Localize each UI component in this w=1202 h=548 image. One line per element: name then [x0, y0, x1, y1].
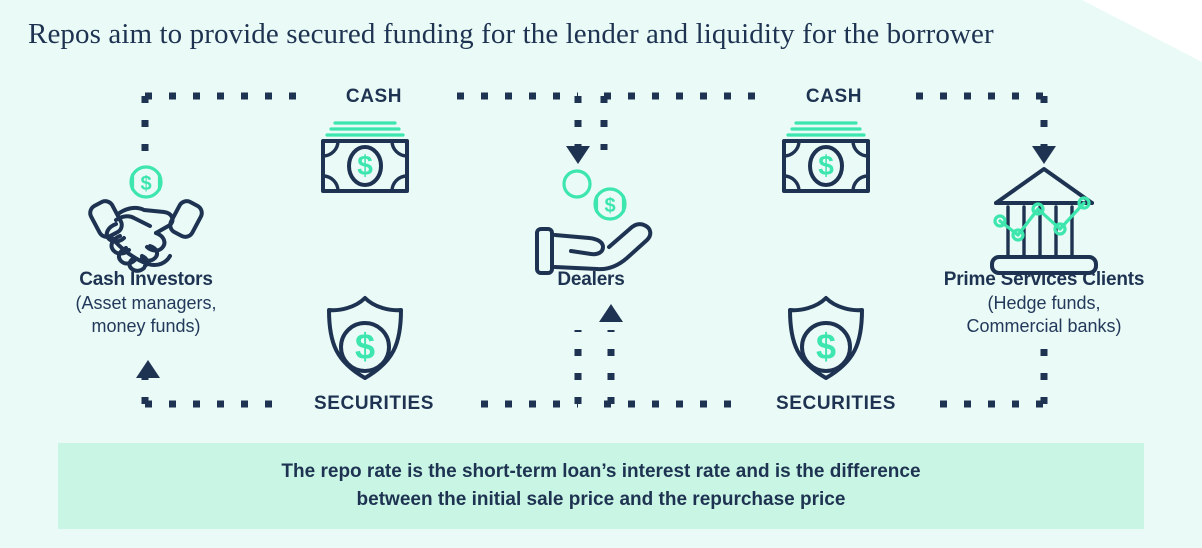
banknote-icon-right: $ — [782, 121, 870, 193]
node-prime-services-clients: Prime Services Clients (Hedge funds, Com… — [904, 268, 1184, 338]
node-prime-services-name: Prime Services Clients — [943, 269, 1145, 290]
flow-label-cash-left: CASH — [300, 86, 448, 108]
node-cash-investors-sub1: (Asset managers, — [75, 293, 217, 314]
svg-text:$: $ — [140, 173, 151, 195]
svg-text:$: $ — [818, 150, 834, 181]
node-cash-investors: Cash Investors (Asset managers, money fu… — [16, 268, 276, 338]
shield-dollar-icon-left: $ — [327, 296, 403, 380]
flow-label-securities-right: SECURITIES — [742, 393, 930, 415]
open-hand-coin-icon: $ — [535, 169, 653, 275]
arrowhead-down-right-cash — [1032, 146, 1056, 164]
svg-text:$: $ — [357, 150, 373, 181]
node-cash-investors-name: Cash Investors — [79, 269, 213, 290]
svg-text:$: $ — [604, 195, 615, 217]
summary-banner-line1: The repo rate is the short-term loan’s i… — [281, 461, 921, 483]
arrowhead-down-left-cash — [566, 146, 590, 164]
handshake-icon: $ — [88, 165, 204, 273]
node-cash-investors-sub2: money funds) — [91, 316, 201, 337]
arrowhead-up-right-securities — [599, 304, 623, 322]
arrowhead-up-left-securities — [136, 360, 160, 378]
svg-text:$: $ — [816, 326, 836, 367]
svg-text:$: $ — [355, 326, 375, 367]
bank-chart-icon — [990, 167, 1098, 275]
node-prime-services-sub1: (Hedge funds, — [987, 293, 1101, 314]
banknote-icon-left: $ — [321, 121, 409, 193]
summary-banner-line2: between the initial sale price and the r… — [356, 489, 846, 510]
node-dealers: Dealers — [481, 268, 701, 292]
node-prime-services-sub2: Commercial banks) — [966, 316, 1122, 337]
flow-label-securities-left: SECURITIES — [280, 393, 468, 415]
node-dealers-name: Dealers — [557, 269, 625, 290]
summary-banner: The repo rate is the short-term loan’s i… — [58, 443, 1144, 529]
flow-label-cash-right: CASH — [760, 86, 908, 108]
shield-dollar-icon-right: $ — [788, 296, 864, 380]
page-title: Repos aim to provide secured funding for… — [28, 18, 994, 50]
